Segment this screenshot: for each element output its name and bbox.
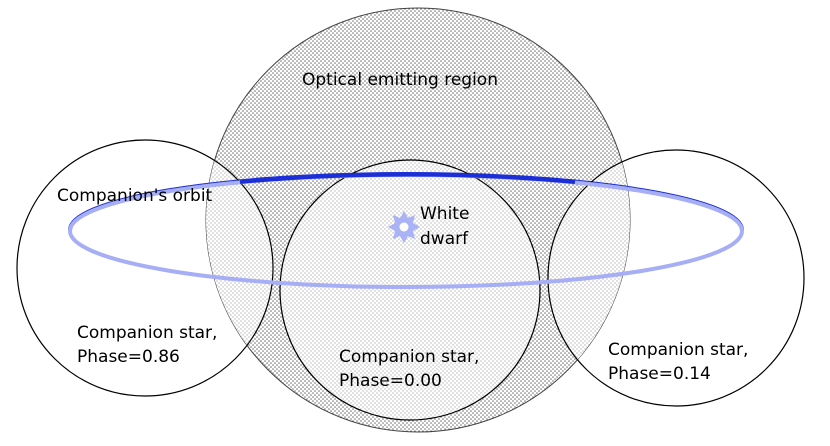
white-dwarf-label-line1: White <box>420 204 469 224</box>
companion-center-label-line1: Companion star, <box>339 347 479 367</box>
companion-left-label-line2: Phase=0.86 <box>77 347 180 367</box>
white-dwarf-icon <box>388 211 420 243</box>
optical-region-label: Optical emitting region <box>302 70 498 90</box>
companion-left-label-line1: Companion star, <box>77 323 217 343</box>
companion-star-right <box>547 149 805 407</box>
white-dwarf-label-line2: dwarf <box>420 229 469 249</box>
companion-right-label-line2: Phase=0.14 <box>608 364 711 384</box>
companion-star-left-outline <box>16 139 274 397</box>
companion-center-label-line2: Phase=0.00 <box>339 371 442 391</box>
companion-right-label-line1: Companion star, <box>608 340 748 360</box>
orbit-label: Companion's orbit <box>57 186 213 206</box>
companion-star-center <box>279 159 541 421</box>
